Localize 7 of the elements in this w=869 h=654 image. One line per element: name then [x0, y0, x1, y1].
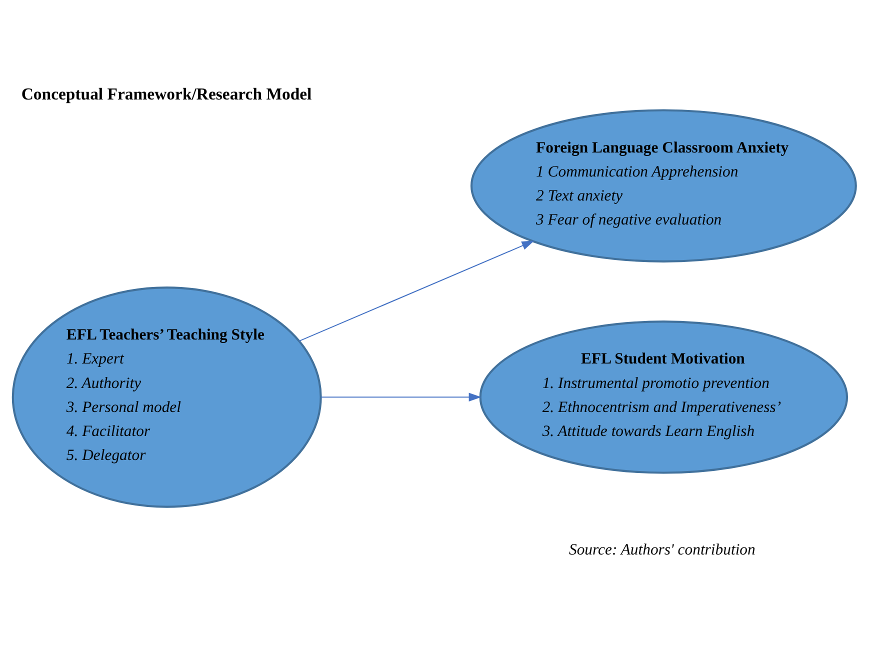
arrow [298, 240, 534, 342]
arrow [321, 392, 482, 402]
node-ellipse: EFL Student Motivation 1. Instrumental promotio prevention 2. Ethnocentrism and Imperativeness’ 3. Attitude towards Learn English [479, 320, 848, 474]
node-ellipse: Foreign Language Classroom Anxiety 1 Communication Apprehension 2 Text anxiety 3 Fear of negative evaluation [470, 109, 857, 262]
node-ellipse: EFL Teachers’ Teaching Style 1. Expert 2. Authority 3. Personal model 4. Facilitator 5. Delegator [12, 286, 322, 508]
label: Source: Authors' contribution [569, 542, 756, 559]
diagram-title: Conceptual Framework/Research Model [21, 84, 312, 104]
